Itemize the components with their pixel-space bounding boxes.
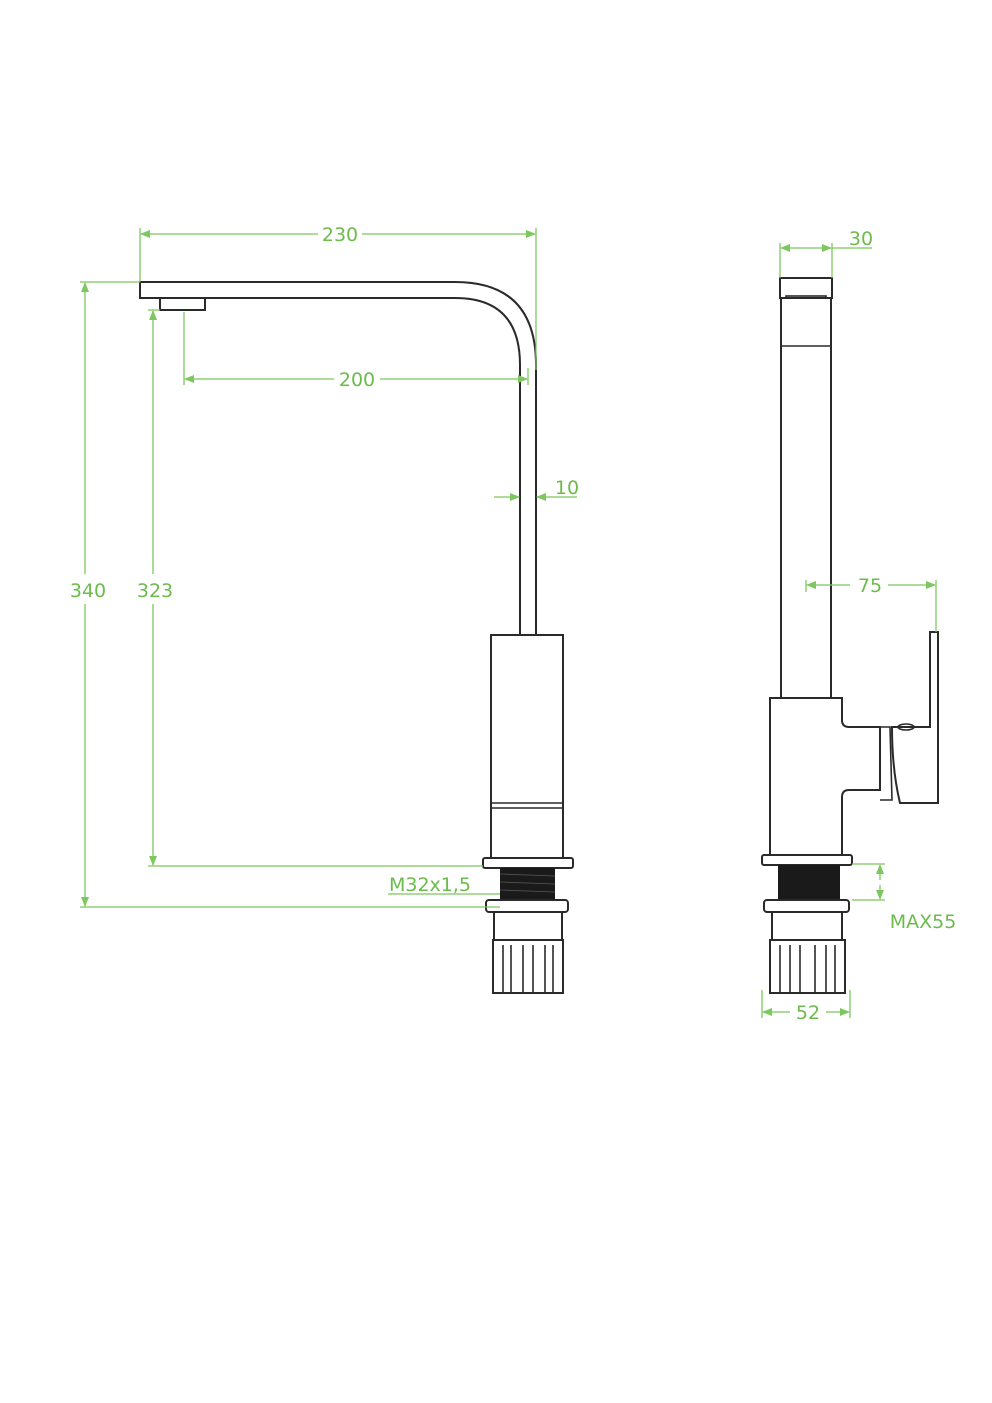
front-view-faucet — [139, 281, 574, 994]
dim-lever-offset: 75 — [858, 575, 882, 597]
mounting-nut-flange — [485, 899, 569, 913]
dim-base-diameter: 52 — [796, 1002, 820, 1024]
spout — [139, 281, 537, 637]
side-spout-column — [780, 297, 832, 699]
dim-reach-total: 230 — [322, 224, 358, 246]
dim-max-counter: MAX55 — [890, 911, 957, 933]
dim-total-height: 340 — [70, 580, 106, 602]
dim-outlet-height: 323 — [137, 580, 173, 602]
side-view-dimensions: 30 75 MAX55 52 — [761, 228, 957, 1024]
front-view-dimensions: 230 200 10 340 323 M32x1,5 — [70, 224, 579, 908]
thread-spec: M32x1,5 — [389, 874, 471, 896]
faucet-body — [490, 634, 564, 860]
side-view-faucet — [761, 277, 939, 994]
dim-tube-thickness: 10 — [555, 477, 579, 499]
dim-spout-width: 30 — [849, 228, 873, 250]
side-body — [769, 697, 881, 861]
lever-handle — [890, 631, 939, 804]
knurled-nut — [492, 939, 564, 994]
dim-reach-outlet: 200 — [339, 369, 375, 391]
base-flange — [482, 857, 574, 869]
side-knurled-nut — [769, 939, 846, 994]
aerator — [159, 297, 206, 311]
side-threaded-shank — [778, 865, 840, 899]
